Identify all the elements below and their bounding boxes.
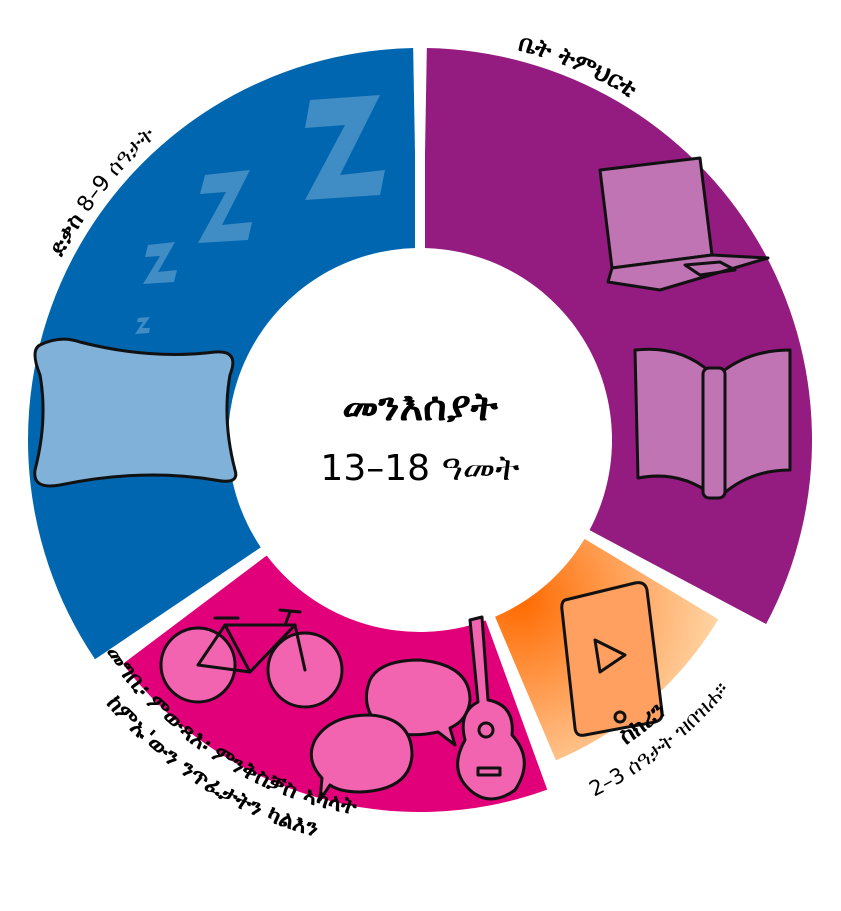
pillow-icon [33, 337, 238, 488]
book-icon [633, 347, 792, 500]
center-subtitle: 13–18 ዓመት [320, 448, 519, 489]
laptop-icon [598, 156, 770, 292]
center-title: መንእሰያት [342, 384, 498, 430]
bicycle-icon [159, 608, 344, 709]
speech-bubbles-icon [309, 658, 472, 802]
guitar-icon [456, 615, 526, 801]
zzz-icon [135, 95, 385, 334]
segment-gap [91, 544, 271, 677]
segment-school [423, 48, 813, 625]
phone-play-icon [560, 581, 664, 737]
segment-gap [483, 612, 572, 814]
segment-gap [580, 527, 771, 642]
